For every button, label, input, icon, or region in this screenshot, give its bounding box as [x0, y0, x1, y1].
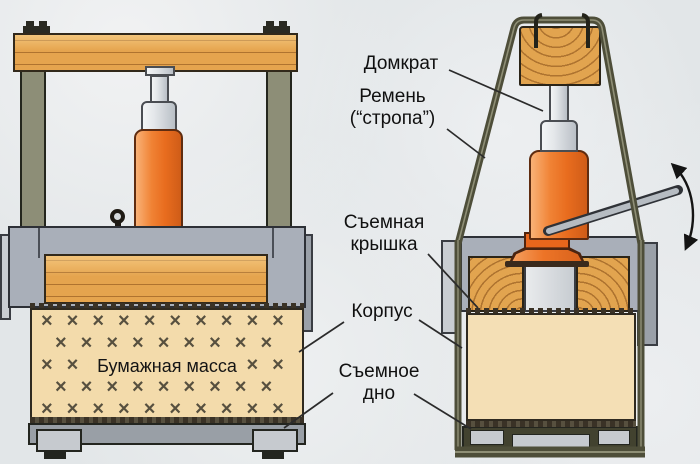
leader-body-left — [298, 321, 345, 353]
callout-lid: Съемная крышка — [328, 212, 440, 256]
left-press-bolt-left — [23, 21, 50, 33]
left-press-removable-bottom — [28, 423, 306, 445]
left-jack-release-knob — [110, 209, 125, 224]
left-press-bottom-seam — [30, 417, 304, 423]
leader-bottom-left — [283, 392, 334, 429]
left-press-lid-plank — [44, 254, 268, 304]
callout-bottom-line1: Съемное — [338, 361, 420, 382]
callout-belt-line2: (“стропа”) — [349, 108, 436, 129]
leader-lines — [283, 69, 544, 430]
left-press-post-right — [266, 68, 292, 238]
callout-jack: Домкрат — [340, 53, 462, 75]
callout-body: Корпус — [332, 301, 432, 323]
callout-belt: Ремень (“стропа”) — [325, 86, 460, 130]
left-press-foot-right — [252, 429, 298, 452]
left-press-bolt-right — [263, 21, 290, 33]
strap-hook-icons — [534, 13, 590, 48]
right-press-pulp — [466, 313, 636, 421]
right-press-top-seam — [466, 308, 636, 313]
callout-belt-line1: Ремень — [359, 86, 426, 107]
left-press-top-seam — [30, 303, 304, 308]
callout-jack-label: Домкрат — [363, 53, 439, 74]
callout-lid-line1: Съемная — [343, 212, 425, 233]
right-jack-base-plate — [505, 261, 589, 267]
pulp-label: Бумажная масса — [88, 356, 246, 377]
leader-belt — [446, 128, 486, 159]
right-press-bottom-seam — [466, 421, 636, 427]
callout-bottom: Съемное дно — [320, 361, 438, 405]
left-press-pulp: ××××××××××××××××××××××××××××××××××××××××… — [30, 308, 304, 421]
callout-body-label: Корпус — [351, 301, 413, 322]
leader-jack — [448, 69, 544, 112]
left-press-foot-left — [36, 429, 82, 452]
leader-bottom-right — [413, 393, 472, 430]
right-jack-handle — [543, 185, 683, 236]
callout-lid-line2: крышка — [350, 234, 418, 255]
pump-motion-arrow-icon — [670, 162, 699, 251]
left-jack-cylinder — [134, 129, 183, 235]
callout-bottom-line2: дно — [362, 383, 396, 404]
leader-lid — [427, 253, 479, 309]
leader-body-right — [418, 319, 463, 349]
left-press-post-left — [20, 68, 46, 238]
